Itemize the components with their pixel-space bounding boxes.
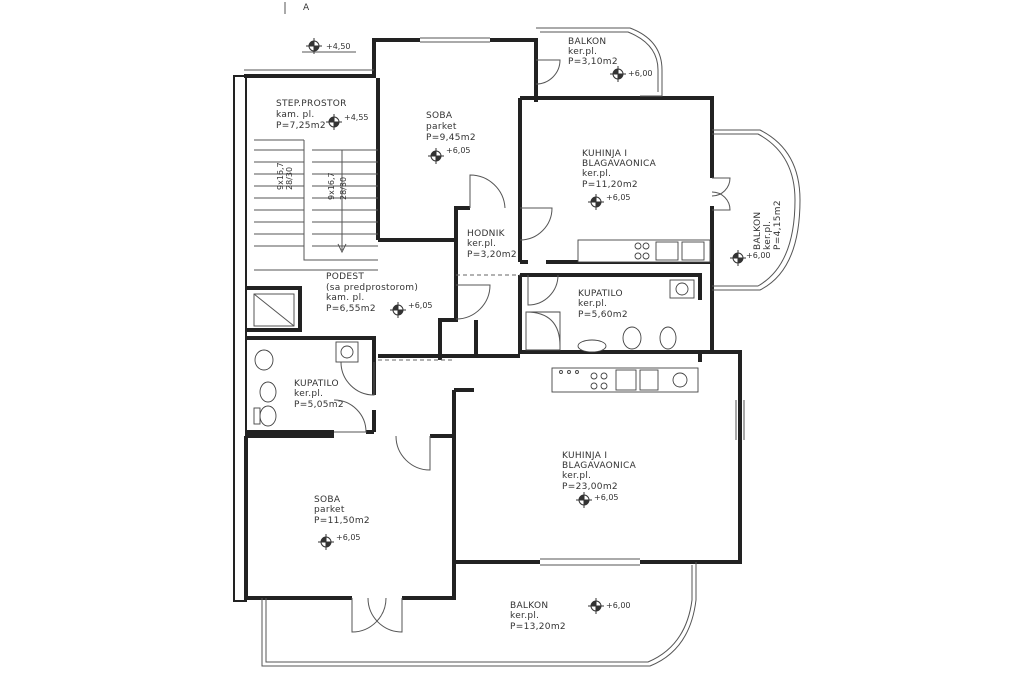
room-kupatilo-left-name: KUPATILO	[294, 379, 339, 389]
bathtub-right	[577, 339, 607, 353]
doors	[333, 59, 731, 633]
room-step-name: STEP.PROSTOR	[276, 99, 347, 109]
room-kuhinja-top-area: P=11,20m2	[582, 180, 638, 190]
fixtures	[253, 239, 711, 427]
room-step-floor: kam. pl.	[276, 110, 315, 120]
room-kuhinja-big-level: +6,05	[594, 493, 619, 502]
room-kupatilo-left: KUPATILO ker.pl. P=5,05m2	[294, 379, 344, 410]
room-podest-floor: kam. pl.	[326, 293, 365, 303]
level-marker-icon	[610, 66, 626, 82]
toilet-right	[622, 326, 642, 350]
room-kuhinja-top: KUHINJA I BLAGAVAONICA ker.pl. P=11,20m2…	[582, 149, 657, 202]
level-marker-icon	[318, 534, 334, 550]
room-balkon-bottom-area: P=13,20m2	[510, 622, 566, 632]
room-soba-top-area: P=9,45m2	[426, 133, 476, 143]
room-soba-top-level: +6,05	[446, 146, 471, 155]
room-kupatilo-right-floor: ker.pl.	[578, 299, 607, 309]
room-podest-area: P=6,55m2	[326, 304, 376, 314]
level-marker-icon	[576, 492, 592, 508]
room-balkon-top-name: BALKON	[568, 37, 606, 47]
shower-right	[525, 311, 561, 351]
room-balkon-right-area: P=4,15m2	[773, 200, 783, 250]
room-balkon-right: BALKON ker.pl. P=4,15m2	[753, 200, 783, 250]
room-balkon-right-name: BALKON	[753, 212, 763, 250]
room-balkon-bottom-level: +6,00	[606, 601, 631, 610]
room-step-area: P=7,25m2	[276, 121, 326, 131]
room-soba-top-floor: parket	[426, 122, 457, 132]
stair-mark-2: 28/30	[285, 167, 294, 190]
room-balkon-right-floor: ker.pl.	[763, 221, 773, 250]
room-kuhinja-big-floor: ker.pl.	[562, 471, 591, 481]
room-kupatilo-left-floor: ker.pl.	[294, 389, 323, 399]
bidet-left	[259, 381, 277, 403]
stairs: 9x16,7 28/30 9x16,7 28/30	[254, 149, 378, 254]
room-kupatilo-right: KUPATILO ker.pl. P=5,60m2	[578, 289, 628, 320]
room-step-level: +4,55	[344, 113, 369, 122]
room-kuhinja-top-level: +6,05	[606, 193, 631, 202]
room-podest-level: +6,05	[408, 301, 433, 310]
room-kuhinja-big-area: P=23,00m2	[562, 482, 618, 492]
room-hodnik: HODNIK ker.pl. P=3,20m2	[467, 229, 517, 260]
room-step: STEP.PROSTOR kam. pl. P=7,25m2 +4,55	[276, 99, 369, 131]
room-kupatilo-right-name: KUPATILO	[578, 289, 623, 299]
room-balkon-bottom: BALKON ker.pl. P=13,20m2 +6,00	[510, 601, 631, 632]
room-kuhinja-big-name2: BLAGAVAONICA	[562, 461, 637, 471]
room-soba-bottom: SOBA parket P=11,50m2 +6,05	[314, 495, 370, 542]
title-fragment: A	[303, 3, 310, 13]
room-kuhinja-top-name2: BLAGAVAONICA	[582, 159, 657, 169]
sink-left	[254, 349, 274, 371]
room-kupatilo-left-area: P=5,05m2	[294, 400, 344, 410]
room-hodnik-floor: ker.pl.	[467, 239, 496, 249]
room-soba-top: SOBA parket P=9,45m2 +6,05	[426, 111, 476, 155]
room-soba-bottom-level: +6,05	[336, 533, 361, 542]
room-kuhinja-top-name1: KUHINJA I	[582, 149, 627, 159]
room-soba-top-name: SOBA	[426, 111, 453, 121]
room-podest-note: (sa predprostorom)	[326, 283, 418, 293]
room-balkon-bottom-name: BALKON	[510, 601, 548, 611]
room-podest-name: PODEST	[326, 272, 364, 282]
room-balkon-top-level: +6,00	[628, 69, 653, 78]
room-balkon-right-level: +6,00	[746, 251, 771, 260]
room-balkon-top-floor: ker.pl.	[568, 47, 597, 57]
room-soba-bottom-name: SOBA	[314, 495, 341, 505]
room-kupatilo-right-area: P=5,60m2	[578, 310, 628, 320]
level-marker-icon	[428, 148, 444, 164]
toilet-left	[259, 405, 277, 427]
room-hodnik-area: P=3,20m2	[467, 250, 517, 260]
room-balkon-bottom-floor: ker.pl.	[510, 611, 539, 621]
room-labels: STEP.PROSTOR kam. pl. P=7,25m2 +4,55 SOB…	[276, 37, 783, 632]
stair-mark-3: 9x16,7	[327, 172, 336, 200]
level-marker-icon	[588, 598, 604, 614]
room-kuhinja-top-floor: ker.pl.	[582, 169, 611, 179]
level-marker-icon	[326, 114, 342, 130]
room-kuhinja-big: KUHINJA I BLAGAVAONICA ker.pl. P=23,00m2…	[562, 451, 637, 502]
room-balkon-top-area: P=3,10m2	[568, 57, 618, 67]
room-kuhinja-big-name1: KUHINJA I	[562, 451, 607, 461]
bidet-right	[659, 326, 677, 350]
stair-mark-4: 28/30	[339, 177, 348, 200]
room-podest: PODEST (sa predprostorom) kam. pl. P=6,5…	[326, 272, 433, 314]
level-marker-icon	[730, 250, 746, 266]
level-marker-icon	[588, 194, 604, 210]
stair-mark-1: 9x16,7	[276, 162, 285, 190]
room-balkon-top: BALKON ker.pl. P=3,10m2 +6,00	[568, 37, 653, 78]
room-soba-bottom-floor: parket	[314, 505, 345, 515]
level-marker-icon	[390, 302, 406, 318]
level-landing-top: +4,50	[326, 42, 351, 51]
room-hodnik-name: HODNIK	[467, 229, 506, 239]
level-markers: +4,50	[302, 38, 746, 614]
level-marker-icon	[306, 38, 322, 54]
room-soba-bottom-area: P=11,50m2	[314, 516, 370, 526]
